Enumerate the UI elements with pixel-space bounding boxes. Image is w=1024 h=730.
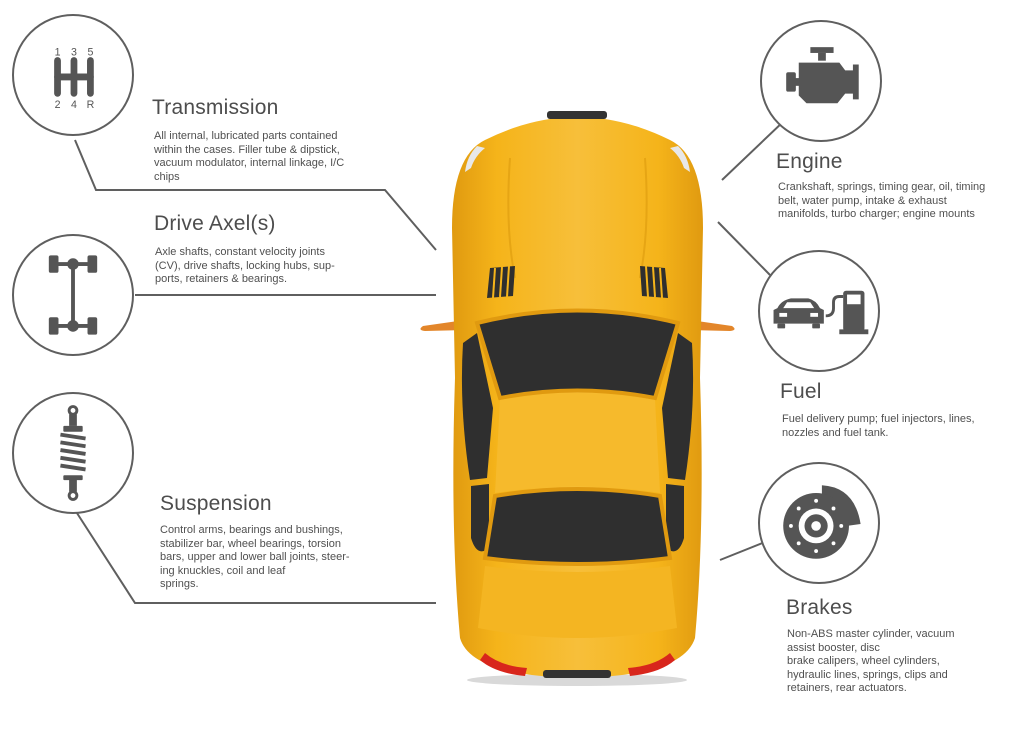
transmission-icon-circle: 1 3 5 2 4 R xyxy=(12,14,134,136)
roof xyxy=(495,393,660,493)
brakes-icon-circle xyxy=(758,462,880,584)
drive-axle-icon xyxy=(48,255,98,335)
fuel-pump-icon xyxy=(773,290,869,335)
gear-label: 4 xyxy=(71,99,77,111)
right-window xyxy=(662,333,694,480)
left-window xyxy=(461,333,493,480)
transmission-description: All internal, lubricated parts contained… xyxy=(154,130,345,183)
gear-label: 2 xyxy=(55,99,61,111)
fuel-description: Fuel delivery pump; fuel injectors, line… xyxy=(782,413,975,439)
fuel-connector xyxy=(717,221,771,276)
brakes-description: Non-ABS master cylinder, vacuum assist b… xyxy=(787,628,955,694)
suspension-icon-circle xyxy=(12,392,134,514)
engine-icon xyxy=(786,47,859,104)
gear-label: 1 xyxy=(55,47,61,59)
drive-axle-icon-circle xyxy=(12,234,134,356)
fuel-icon-circle xyxy=(758,250,880,372)
engine-icon-circle xyxy=(760,20,882,142)
gear-label: 3 xyxy=(71,47,77,59)
gear-label: 5 xyxy=(87,47,93,59)
engine-title: Engine xyxy=(776,150,843,173)
left-headlight xyxy=(465,146,485,172)
rear-bumper xyxy=(543,670,611,678)
right-taillight xyxy=(628,653,675,676)
brakes-title: Brakes xyxy=(786,596,853,619)
suspension-description: Control arms, bearings and bushings, sta… xyxy=(160,524,350,590)
transmission-title: Transmission xyxy=(152,96,279,119)
gear-label: R xyxy=(87,99,95,111)
shock-absorber-icon xyxy=(60,405,86,501)
transmission-connector xyxy=(74,139,437,251)
suspension-title: Suspension xyxy=(160,492,272,515)
gear-shift-icon: 1 3 5 2 4 R xyxy=(54,47,95,111)
engine-description: Crankshaft, springs, timing gear, oil, t… xyxy=(778,181,986,220)
fuel-title: Fuel xyxy=(780,380,822,403)
front-grille xyxy=(547,111,607,119)
drive-axle-description: Axle shafts, constant velocity joints (C… xyxy=(155,246,335,285)
trunk xyxy=(478,566,677,638)
car-shadow xyxy=(467,674,687,686)
engine-connector xyxy=(721,119,786,181)
car-top-view xyxy=(420,111,735,686)
rear-window xyxy=(482,487,673,566)
drive-axle-title: Drive Axel(s) xyxy=(154,212,276,235)
left-taillight xyxy=(480,653,527,676)
brake-disc-icon xyxy=(783,485,861,559)
windshield xyxy=(474,308,681,401)
right-headlight xyxy=(670,146,690,172)
suspension-connector xyxy=(74,509,436,604)
